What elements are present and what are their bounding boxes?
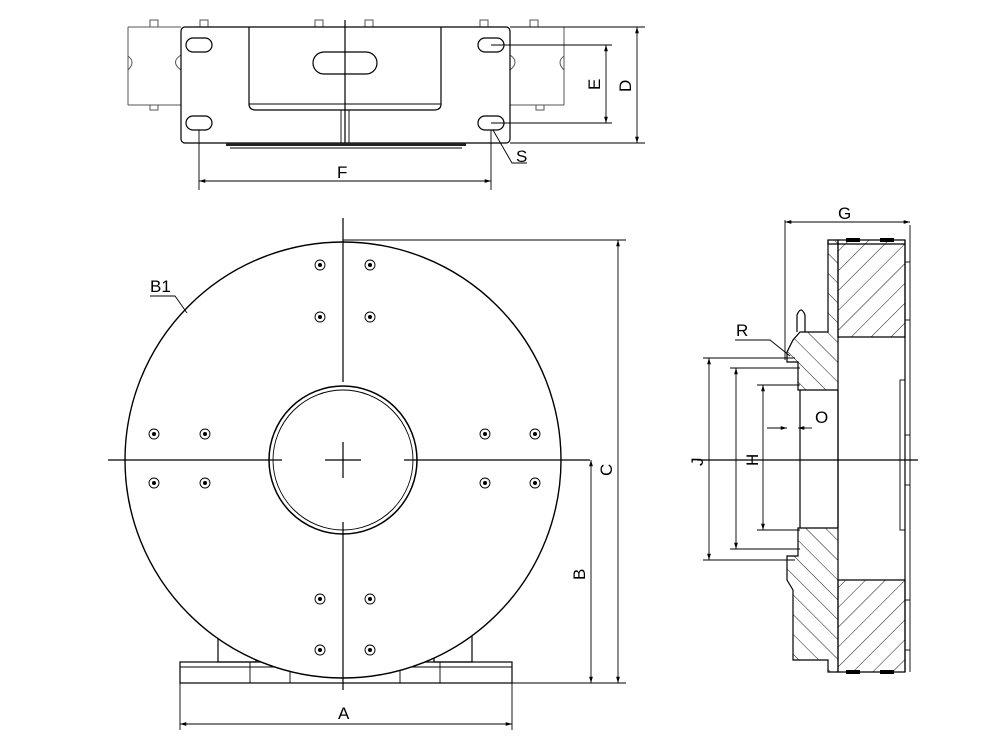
bolt-holes	[148, 259, 541, 656]
bolt-nub	[796, 309, 806, 332]
front-view	[108, 218, 626, 730]
top-right-extension	[510, 26, 565, 106]
top-bottom-strip	[226, 143, 466, 146]
leader-r	[735, 339, 791, 357]
label-h: H	[743, 454, 762, 466]
label-g: G	[838, 204, 851, 223]
label-s: S	[516, 147, 527, 166]
label-c: C	[597, 464, 616, 476]
label-r: R	[736, 321, 748, 340]
label-b1: B1	[150, 277, 171, 296]
label-b: B	[570, 569, 589, 580]
section-flange	[786, 239, 839, 673]
label-d: D	[616, 80, 635, 92]
top-view	[127, 19, 645, 190]
top-bumps	[149, 19, 545, 111]
side-section-view	[697, 220, 918, 674]
labels: F S B1 A G R O D E C B J H	[150, 79, 851, 723]
label-f: F	[337, 163, 347, 182]
label-e: E	[585, 79, 604, 90]
label-j: J	[688, 458, 707, 467]
top-left-extension	[127, 26, 181, 106]
leader-b1	[150, 295, 188, 314]
label-a: A	[338, 704, 350, 723]
label-o: O	[815, 408, 828, 427]
leader-s	[492, 129, 527, 164]
